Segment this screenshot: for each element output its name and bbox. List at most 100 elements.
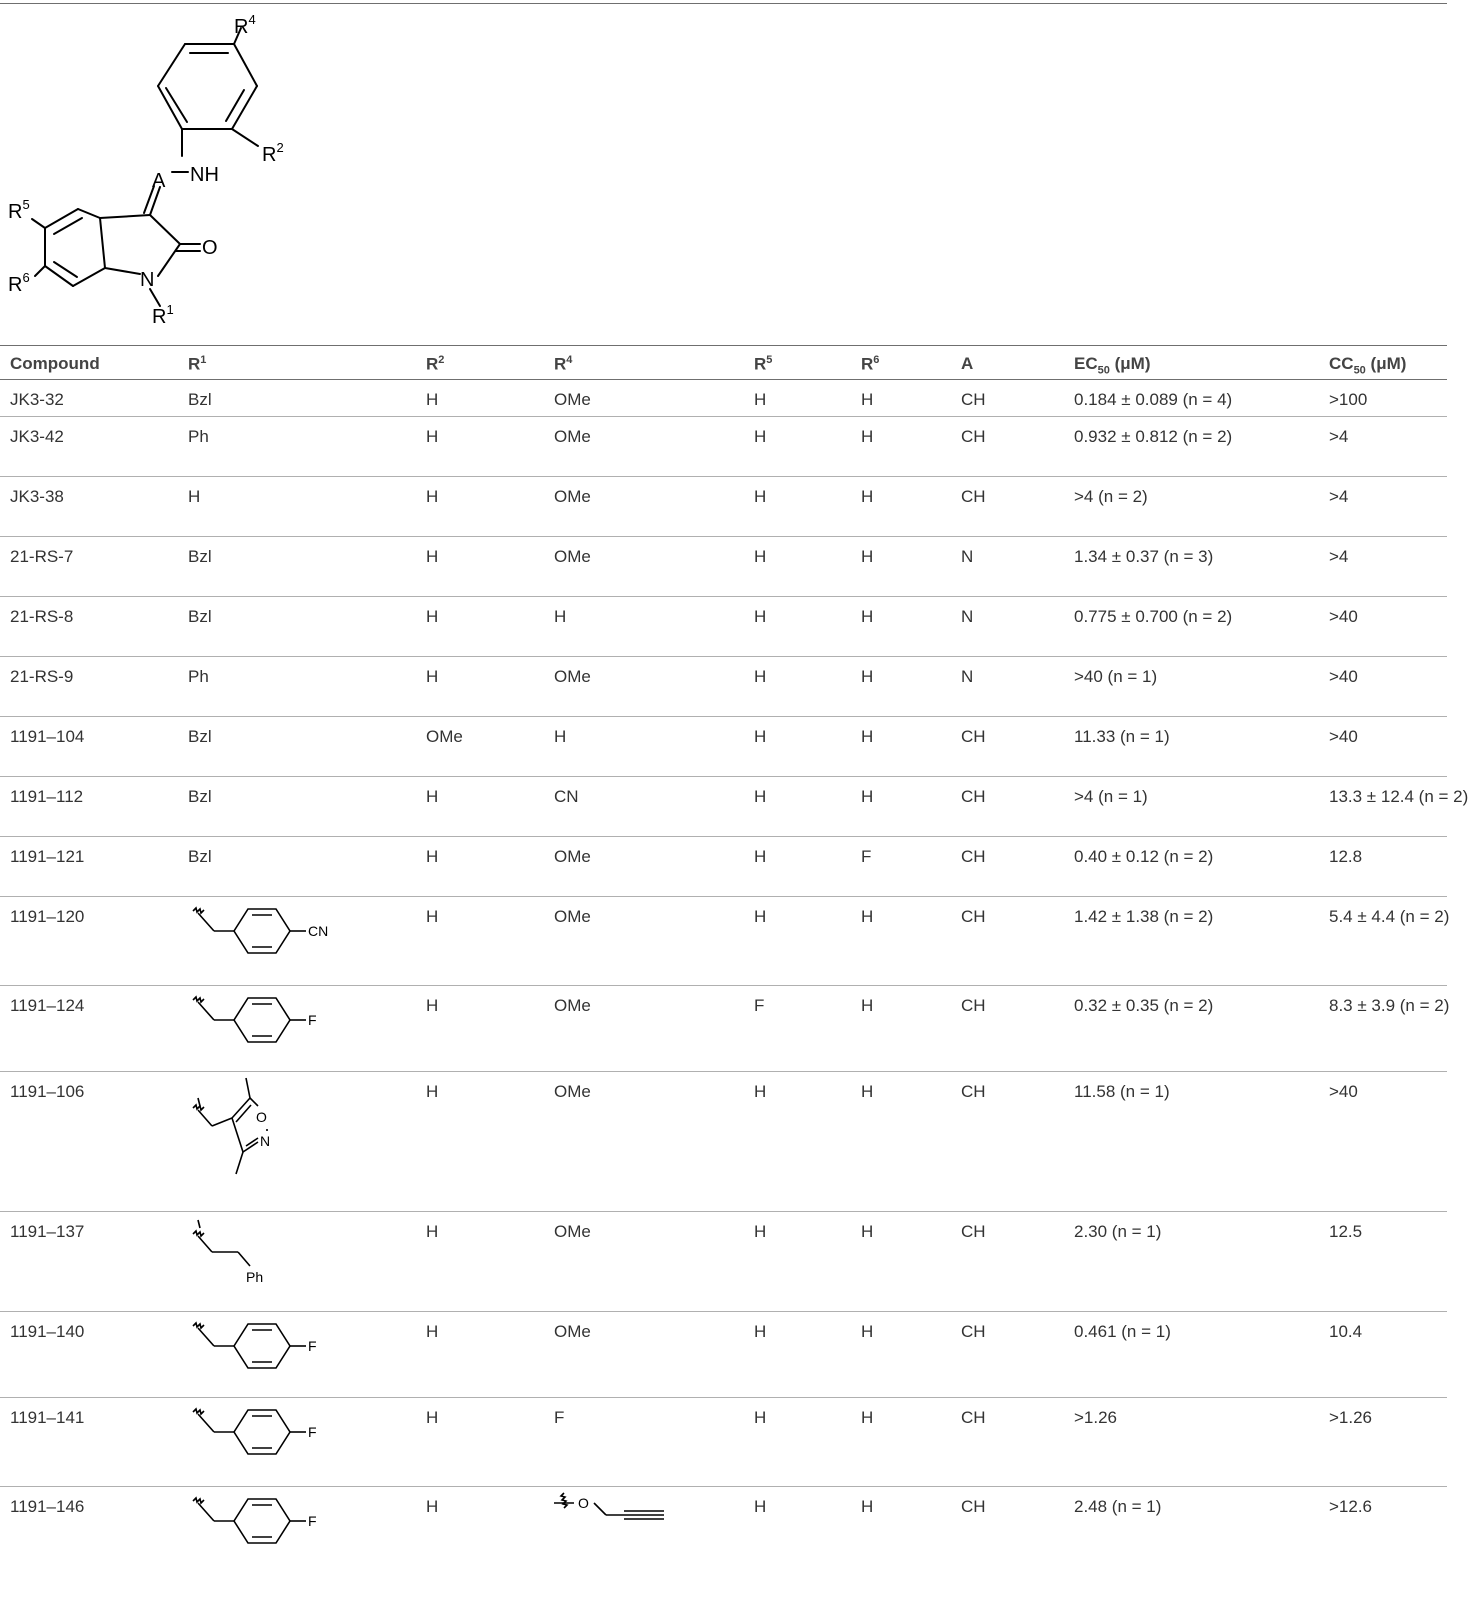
cell-a: N bbox=[951, 596, 1064, 657]
cell-r2: H bbox=[416, 896, 544, 986]
cell-compound: JK3-42 bbox=[0, 416, 178, 477]
cell-ec50: 2.30 (n = 1) bbox=[1064, 1211, 1319, 1312]
cell-r2: H bbox=[416, 596, 544, 657]
cell-r6: H bbox=[851, 379, 951, 417]
cell-ec50: >1.26 bbox=[1064, 1397, 1319, 1487]
scaffold-r1-label: R1 bbox=[152, 302, 174, 328]
header-r1: R1 bbox=[178, 345, 416, 380]
cell-r1: Bzl bbox=[178, 776, 416, 837]
cell-ec50: 0.184 ± 0.089 (n = 4) bbox=[1064, 379, 1319, 417]
r1-structure-4-fluorobenzyl: F bbox=[192, 1321, 317, 1369]
r1-structure-4-fluorobenzyl: F bbox=[192, 1496, 317, 1544]
svg-text:F: F bbox=[308, 1424, 317, 1440]
cell-r6: H bbox=[851, 1397, 951, 1487]
header-ec50: EC50 (μM) bbox=[1064, 345, 1319, 380]
cell-a: CH bbox=[951, 1211, 1064, 1312]
cell-r6: H bbox=[851, 476, 951, 537]
scaffold-r6-label: R6 bbox=[8, 270, 30, 296]
cell-r5: H bbox=[744, 379, 851, 417]
cell-r6: H bbox=[851, 716, 951, 777]
table-row: 1191–104 Bzl OMe H H H CH 11.33 (n = 1) … bbox=[0, 716, 1447, 777]
cell-r5: H bbox=[744, 656, 851, 717]
scaffold-nh-label: NH bbox=[190, 164, 219, 186]
header-compound: Compound bbox=[0, 345, 178, 380]
cell-r2: H bbox=[416, 476, 544, 537]
table-row: 1191–140 F H OMe H H bbox=[0, 1311, 1447, 1398]
cell-r4: OMe bbox=[544, 1311, 744, 1398]
cell-r6: H bbox=[851, 536, 951, 597]
cell-r2: H bbox=[416, 416, 544, 477]
svg-text:F: F bbox=[308, 1012, 317, 1028]
table-row: 1191–124 F H OMe F H bbox=[0, 985, 1449, 1072]
cell-ec50: 0.40 ± 0.12 (n = 2) bbox=[1064, 836, 1319, 897]
scaffold-r4-label: R4 bbox=[234, 12, 256, 38]
cell-a: CH bbox=[951, 1071, 1064, 1212]
cell-r5: H bbox=[744, 476, 851, 537]
cell-r1: Bzl bbox=[178, 836, 416, 897]
cell-r2: H bbox=[416, 836, 544, 897]
cell-a: N bbox=[951, 536, 1064, 597]
r1-structure-4-cyanobenzyl: CN bbox=[192, 906, 328, 954]
cell-r4: OMe bbox=[544, 379, 744, 417]
table-row: 21-RS-7 Bzl H OMe H H N 1.34 ± 0.37 (n =… bbox=[0, 536, 1447, 597]
cell-r1: Bzl bbox=[178, 379, 416, 417]
header-cc50: CC50 (μM) bbox=[1319, 345, 1447, 380]
cell-r2: H bbox=[416, 656, 544, 717]
header-r4: R4 bbox=[544, 345, 744, 380]
cell-r5: H bbox=[744, 1397, 851, 1487]
cell-r1: F bbox=[178, 985, 416, 1072]
cell-r2: H bbox=[426, 1497, 439, 1516]
cell-a: CH bbox=[951, 896, 1064, 986]
cell-r1: CN bbox=[178, 896, 416, 986]
cell-r1: Bzl bbox=[178, 716, 416, 777]
cell-r2: H bbox=[416, 1397, 544, 1487]
table-row: 1191–146 F H bbox=[0, 1487, 1447, 1571]
cell-r1: Bzl bbox=[178, 596, 416, 657]
scaffold-r5-label: R5 bbox=[8, 197, 30, 223]
cell-cc50: >1.26 bbox=[1319, 1397, 1447, 1487]
r1-structure-isoxazolylmethyl: O N bbox=[192, 1077, 270, 1175]
cell-r6: H bbox=[851, 1211, 951, 1312]
cell-a: CH bbox=[951, 836, 1064, 897]
cell-a: CH bbox=[951, 776, 1064, 837]
cell-compound: 21-RS-7 bbox=[0, 536, 178, 597]
cell-cc50: >40 bbox=[1319, 596, 1447, 657]
cell-r2: H bbox=[416, 985, 544, 1072]
cell-r5: H bbox=[744, 836, 851, 897]
cell-r2: H bbox=[416, 536, 544, 597]
cell-r1: F bbox=[178, 1487, 416, 1571]
sar-table: Compound R1 R2 R4 R5 R6 A EC50 (μM) CC50… bbox=[0, 345, 1468, 1571]
svg-text:F: F bbox=[308, 1338, 317, 1354]
cell-compound: 1191–137 bbox=[0, 1211, 178, 1312]
cell-r5: H bbox=[744, 896, 851, 986]
cell-r4: OMe bbox=[544, 656, 744, 717]
cell-compound: JK3-38 bbox=[0, 476, 178, 537]
cell-r2: H bbox=[416, 1311, 544, 1398]
table-row: 1191–106 bbox=[0, 1071, 1447, 1212]
cell-r1: Ph bbox=[178, 416, 416, 477]
header-r6: R6 bbox=[851, 345, 951, 380]
scaffold-o-label: O bbox=[202, 237, 218, 259]
cell-r4: OMe bbox=[544, 896, 744, 986]
scaffold-r2-label: R2 bbox=[262, 140, 284, 166]
cell-r5: H bbox=[744, 536, 851, 597]
cell-compound: 21-RS-8 bbox=[0, 596, 178, 657]
cell-r5: H bbox=[744, 596, 851, 657]
cell-r6: H bbox=[851, 596, 951, 657]
cell-cc50: 12.5 bbox=[1319, 1211, 1447, 1312]
cell-compound: 1191–141 bbox=[0, 1397, 178, 1487]
cell-r6: H bbox=[851, 776, 951, 837]
cell-cc50: >12.6 bbox=[1329, 1497, 1373, 1516]
cell-r4: OMe bbox=[544, 416, 744, 477]
cell-r5: F bbox=[744, 985, 851, 1072]
cell-r4: OMe bbox=[544, 536, 744, 597]
table-row: 1191–120 CN H OMe H H bbox=[0, 896, 1449, 986]
cell-cc50: >4 bbox=[1319, 416, 1447, 477]
cell-r4: OMe bbox=[544, 836, 744, 897]
svg-text:O: O bbox=[256, 1109, 267, 1125]
r1-structure-4-fluorobenzyl: F bbox=[192, 995, 317, 1043]
cell-ec50: 1.34 ± 0.37 (n = 3) bbox=[1064, 536, 1319, 597]
cell-r1: H bbox=[178, 476, 416, 537]
cell-ec50: >4 (n = 2) bbox=[1064, 476, 1319, 537]
cell-r5: H bbox=[744, 1071, 851, 1212]
